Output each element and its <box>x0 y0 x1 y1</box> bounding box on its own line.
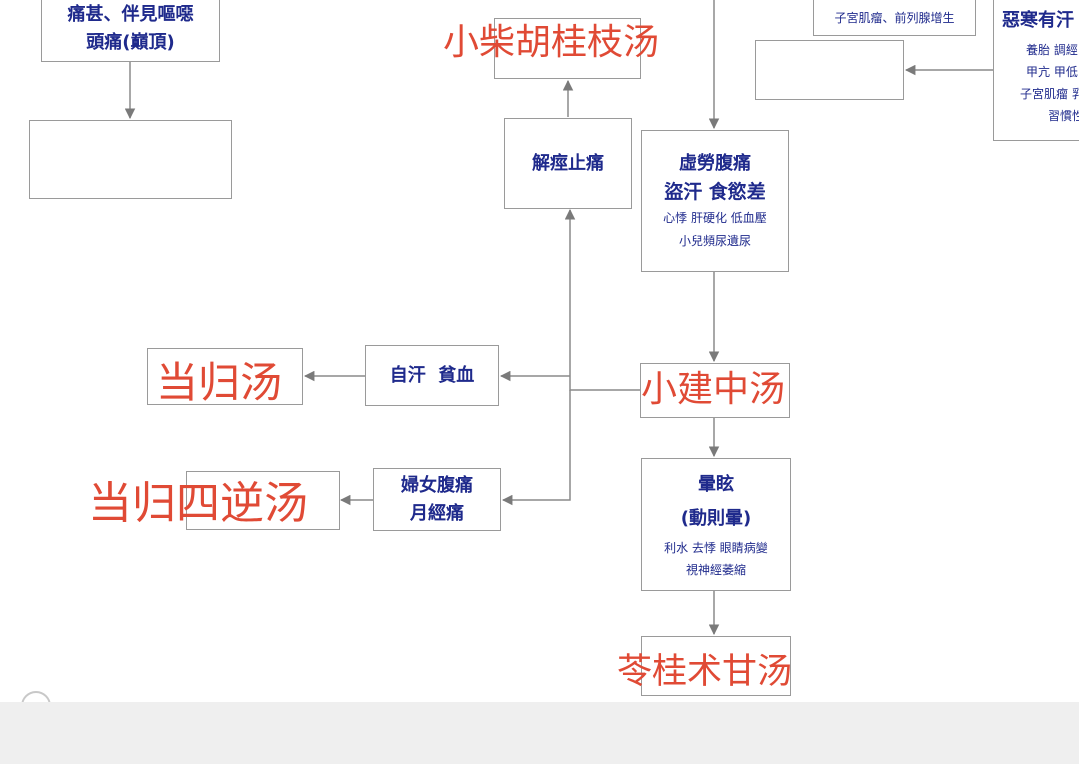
ling-gui-box <box>641 636 791 696</box>
top-right-small-text: 子宮肌瘤、前列腺增生 <box>834 10 955 25</box>
fu-nv-line1: 婦女腹痛 <box>401 474 473 496</box>
ling-gui-label: 苓桂术甘汤 <box>617 652 793 692</box>
top-left-line2: 頭痛(巔頂) <box>86 32 175 54</box>
fu-nv-line2: 月經痛 <box>410 502 464 524</box>
yun-xuan-line1: 暈眩 <box>698 474 734 496</box>
dang-gui-si-ni-box <box>186 471 340 530</box>
jie-jing-zhi-tong-box: 解痙止痛 <box>504 118 632 209</box>
right-edge-line-2: 甲亢 甲低 <box>1026 65 1078 80</box>
connector-trunk <box>564 208 640 391</box>
zi-han-box: 自汗 貧血 <box>365 345 499 406</box>
dang-gui-label: 当归汤 <box>156 358 283 407</box>
fu-nv-box: 婦女腹痛 月經痛 <box>373 468 501 531</box>
connector-trunk-down <box>501 390 571 506</box>
xiao-chai-hu-gui-zhi-label: 小柴胡桂枝汤 <box>443 22 660 63</box>
zi-han-label: 自汗 貧血 <box>389 364 475 386</box>
xu-lao-small1: 心悸 肝硬化 低血壓 <box>663 211 767 226</box>
jie-jing-zhi-tong-label: 解痙止痛 <box>532 152 604 174</box>
xu-lao-box: 虛勞腹痛 盜汗 食慾差 心悸 肝硬化 低血壓 小兒頻尿遺尿 <box>641 130 789 272</box>
yun-xuan-line2: (動則暈) <box>680 508 752 530</box>
right-edge-title: 惡寒有汗 <box>1002 10 1074 31</box>
empty-box-left <box>29 120 232 199</box>
xiao-jian-zhong-label: 小建中汤 <box>641 369 786 410</box>
top-left-line1: 痛甚、伴見嘔噁 <box>67 4 194 26</box>
right-edge-line-4: 習慣性 <box>1048 109 1079 124</box>
yun-xuan-small2: 視神經萎縮 <box>685 562 746 577</box>
yun-xuan-box: 暈眩 (動則暈) 利水 去悸 眼睛病變 視神經萎縮 <box>641 458 791 591</box>
yun-xuan-small1: 利水 去悸 眼睛病變 <box>664 540 768 555</box>
dang-gui-box <box>147 348 303 405</box>
right-edge-line-1: 養胎 調經 <box>1026 42 1078 57</box>
xu-lao-line1: 虛勞腹痛 <box>679 153 751 175</box>
bottom-overlay-bar <box>0 702 1079 764</box>
top-right-partial-box: 子宮肌瘤、前列腺增生 <box>813 0 976 36</box>
xiao-jian-zhong-box <box>640 363 790 418</box>
xu-lao-line2: 盜汗 食慾差 <box>664 181 766 204</box>
right-edge-line-3: 子宮肌瘤 乳 <box>1020 87 1079 102</box>
top-left-box: 痛甚、伴見嘔噁 頭痛(巔頂) <box>41 0 220 62</box>
empty-box-right <box>755 40 904 100</box>
xiao-chai-hu-gui-zhi-box <box>494 18 641 79</box>
right-edge-partial-box: 惡寒有汗 養胎 調經 甲亢 甲低 子宮肌瘤 乳 習慣性 <box>993 0 1079 141</box>
dang-gui-si-ni-label: 当归四逆汤 <box>88 478 308 529</box>
xu-lao-small2: 小兒頻尿遺尿 <box>678 233 751 248</box>
